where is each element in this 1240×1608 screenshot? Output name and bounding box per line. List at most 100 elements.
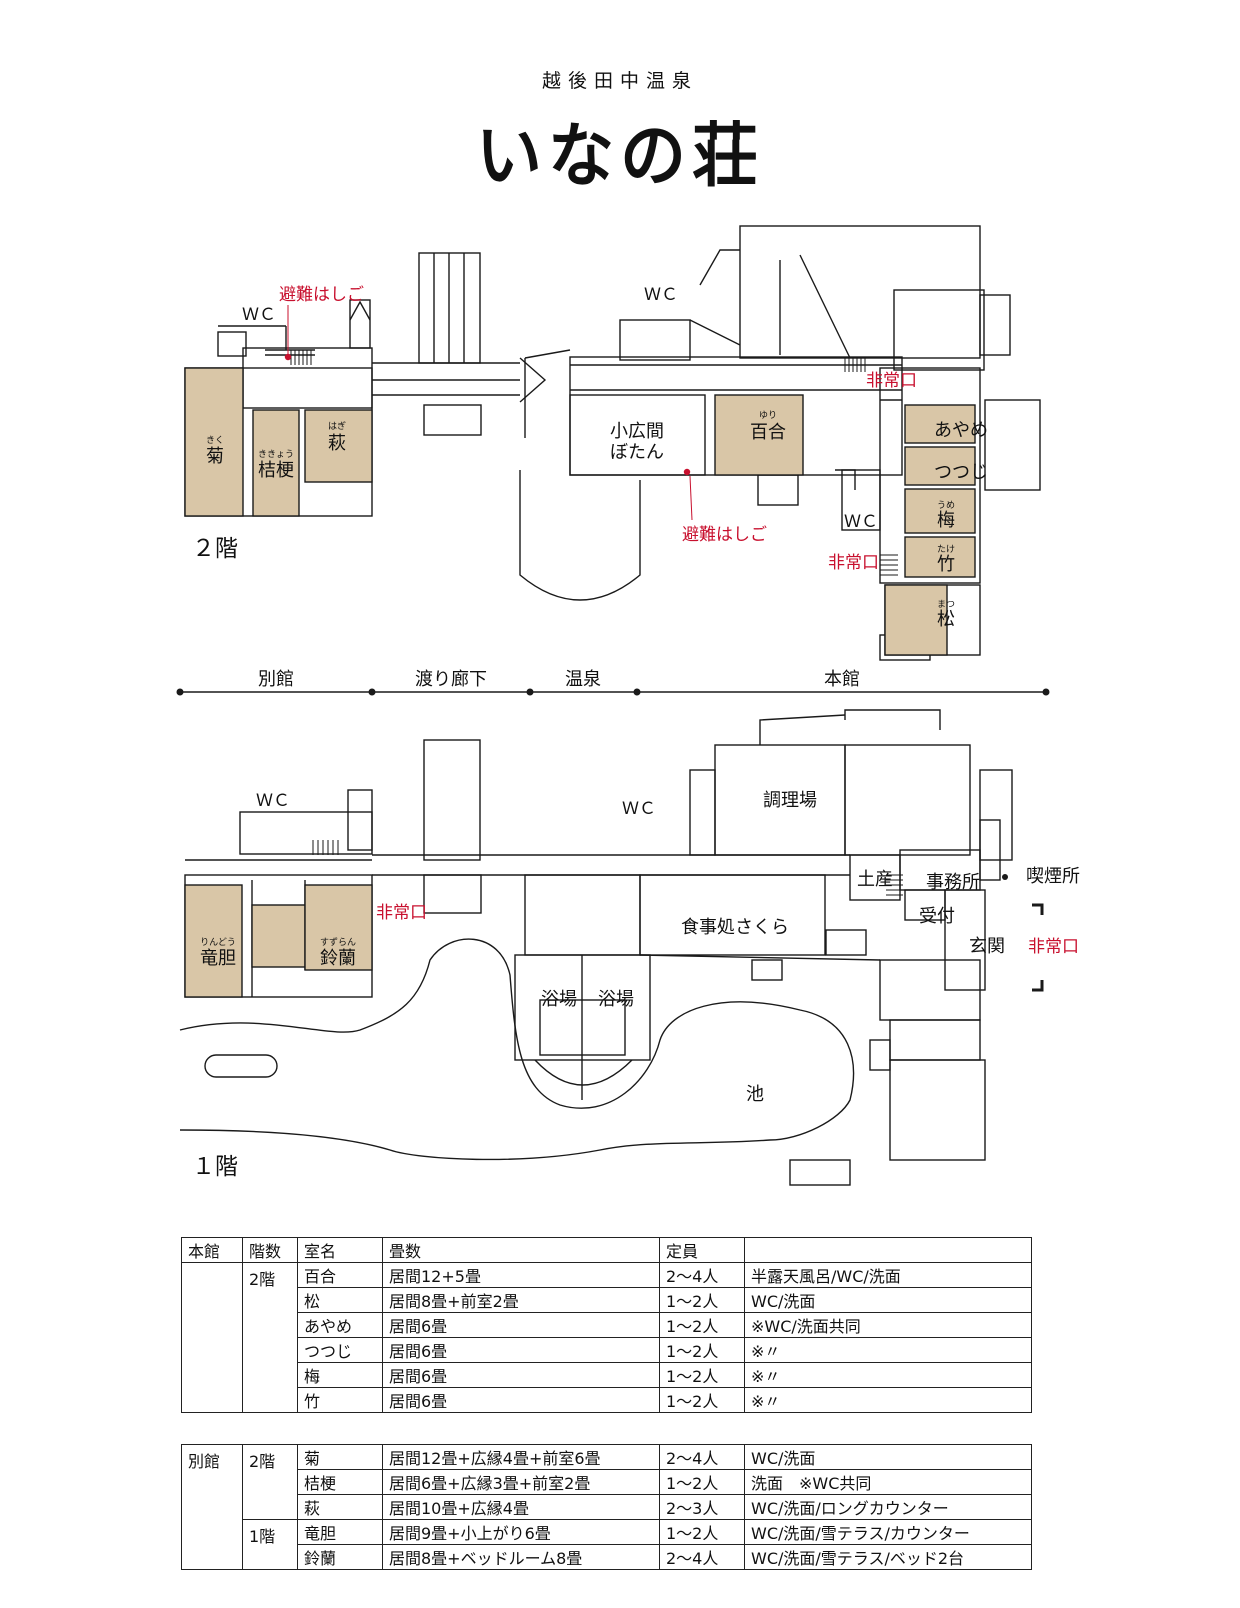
cell-tatami: 居間6畳	[382, 1387, 660, 1413]
cell-note: ※〃	[744, 1387, 1032, 1413]
cell-tatami: 居間12畳+広縁4畳+前室6畳	[382, 1444, 660, 1470]
ladder-leaders	[287, 305, 693, 521]
ruby-suzuran: すずらん	[320, 937, 356, 948]
cell-tatami: 居間9畳+小上がり6畳	[382, 1519, 660, 1545]
room-fills	[184, 367, 976, 998]
wc-main-2f-mid: ＷＣ	[844, 512, 878, 532]
cell-room: つつじ	[297, 1337, 383, 1363]
cell-note: 半露天風呂/WC/洗面	[744, 1262, 1032, 1288]
room-ayame: あやめ	[934, 420, 988, 441]
cell-tatami: 居間6畳+広縁3畳+前室2畳	[382, 1469, 660, 1495]
exit-2f-top: 非常口	[866, 371, 917, 391]
main-floor-cell: 2階	[242, 1262, 298, 1413]
room-matsu: 松	[937, 609, 955, 630]
cell-note: 洗面 ※WC共同	[744, 1469, 1032, 1495]
room-kiku-fill	[184, 367, 244, 517]
cell-capacity: 1〜2人	[659, 1469, 745, 1495]
floor-plan: 別館 渡り廊下 温泉 本館 ２階 １階 きく ききょう はぎ ゆり うめ たけ …	[176, 225, 1080, 1186]
floor-label-1f: １階	[192, 1154, 238, 1180]
cell-tatami: 居間8畳+ベッドルーム8畳	[382, 1544, 660, 1570]
exit-1f-entrance: 非常口	[1028, 937, 1079, 957]
stairs-1f	[312, 840, 903, 896]
room-yuri: 百合	[750, 422, 786, 443]
bath-1f-walls	[514, 874, 651, 1100]
cell-capacity: 2〜3人	[659, 1494, 745, 1520]
ladder-main-2f: 避難はしご	[682, 525, 767, 545]
exit-2f-mid: 非常口	[828, 553, 879, 573]
room-take-fill	[904, 536, 976, 578]
room-suzuran: 鈴蘭	[320, 948, 356, 969]
main-2f-walls	[569, 225, 1041, 661]
entrance-brackets	[1032, 903, 1044, 992]
annex-table: 別館 2階 菊 居間12畳+広縁4畳+前室6畳 2〜4人 WC/洗面 桔梗 居間…	[181, 1444, 1032, 1570]
room-kiku: 菊	[206, 446, 224, 467]
room-botan-line2: ぼたん	[610, 442, 664, 463]
cell-capacity: 2〜4人	[659, 1262, 745, 1288]
cell-note: WC/洗面/雪テラス/ベッド2台	[744, 1544, 1032, 1570]
room-rindo-fill	[184, 884, 243, 998]
pond-outline	[179, 938, 855, 1161]
section-annex: 別館	[258, 669, 294, 690]
header-floor: 階数	[242, 1237, 298, 1263]
pond: 池	[746, 1084, 764, 1105]
table-row: 1階 竜胆 居間9畳+小上がり6畳 1〜2人 WC/洗面/雪テラス/カウンター	[182, 1519, 1032, 1570]
room-ume: 梅	[937, 510, 955, 531]
header-room: 室名	[297, 1237, 383, 1263]
cell-capacity: 2〜4人	[659, 1544, 745, 1570]
cell-note: WC/洗面/雪テラス/カウンター	[744, 1519, 1032, 1545]
cell-capacity: 1〜2人	[659, 1337, 745, 1363]
wc-annex-1f: ＷＣ	[256, 791, 290, 811]
table-row: 鈴蘭 居間8畳+ベッドルーム8畳 2〜4人 WC/洗面/雪テラス/ベッド2台	[182, 1544, 1032, 1570]
cell-tatami: 居間10畳+広縁4畳	[382, 1494, 660, 1520]
cell-note: WC/洗面	[744, 1444, 1032, 1470]
floor-label-2f: ２階	[192, 536, 238, 562]
room-ayame-fill	[904, 404, 976, 444]
ruby-matsu: まつ	[937, 599, 955, 610]
cell-capacity: 1〜2人	[659, 1312, 745, 1338]
cell-tatami: 居間6畳	[382, 1312, 660, 1338]
cell-room: 竜胆	[297, 1519, 383, 1545]
room-entrance: 玄関	[969, 936, 1005, 957]
room-suzuran-fill	[304, 884, 373, 971]
cell-room: 梅	[297, 1362, 383, 1388]
room-matsu-fill	[884, 584, 948, 656]
header-building: 本館	[181, 1237, 243, 1263]
cell-note: ※WC/洗面共同	[744, 1312, 1032, 1338]
ruby-kikyo: ききょう	[258, 449, 294, 460]
room-smoking: 喫煙所	[1026, 866, 1080, 887]
cell-room: 竹	[297, 1387, 383, 1413]
cell-room: あやめ	[297, 1312, 383, 1338]
header-tatami: 畳数	[382, 1237, 660, 1263]
cell-tatami: 居間12+5畳	[382, 1262, 660, 1288]
cell-capacity: 1〜2人	[659, 1362, 745, 1388]
hotel-logo: いなの荘	[476, 114, 764, 197]
cell-capacity: 1〜2人	[659, 1519, 745, 1545]
room-kitchen: 調理場	[763, 790, 817, 811]
smoking-marker	[1002, 874, 1008, 880]
wc-main-1f: ＷＣ	[622, 799, 656, 819]
cell-room: 鈴蘭	[297, 1544, 383, 1570]
annex-floor1-cell: 1階	[242, 1519, 298, 1570]
room-bath-left: 浴場	[541, 989, 577, 1010]
room-tsutsuji: つつじ	[934, 462, 988, 483]
cell-room: 百合	[297, 1262, 383, 1288]
table-row: 松 居間8畳+前室2畳 1〜2人 WC/洗面	[182, 1287, 1032, 1313]
room-bath-right: 浴場	[598, 989, 634, 1010]
ruby-hagi: はぎ	[328, 420, 346, 432]
room-dining: 食事処さくら	[681, 917, 789, 938]
room-hagi-fill	[304, 409, 373, 483]
ruby-ume: うめ	[937, 500, 955, 511]
cell-note: ※〃	[744, 1362, 1032, 1388]
table-row: つつじ 居間6畳 1〜2人 ※〃	[182, 1337, 1032, 1363]
ruby-yuri: ゆり	[759, 410, 777, 421]
cell-room: 菊	[297, 1444, 383, 1470]
onsen-roof	[519, 349, 641, 601]
table-header-row: 本館 階数 室名 畳数 定員	[181, 1237, 1032, 1263]
wc-main-2f-top: ＷＣ	[644, 285, 678, 305]
room-hagi: 萩	[328, 433, 346, 454]
room-ume-fill	[904, 488, 976, 534]
hotel-subtitle: 越後田中温泉	[541, 70, 698, 92]
room-rindo: 竜胆	[200, 948, 236, 969]
ruby-rindo: りんどう	[200, 937, 236, 948]
room-rindo2-fill	[251, 904, 306, 968]
